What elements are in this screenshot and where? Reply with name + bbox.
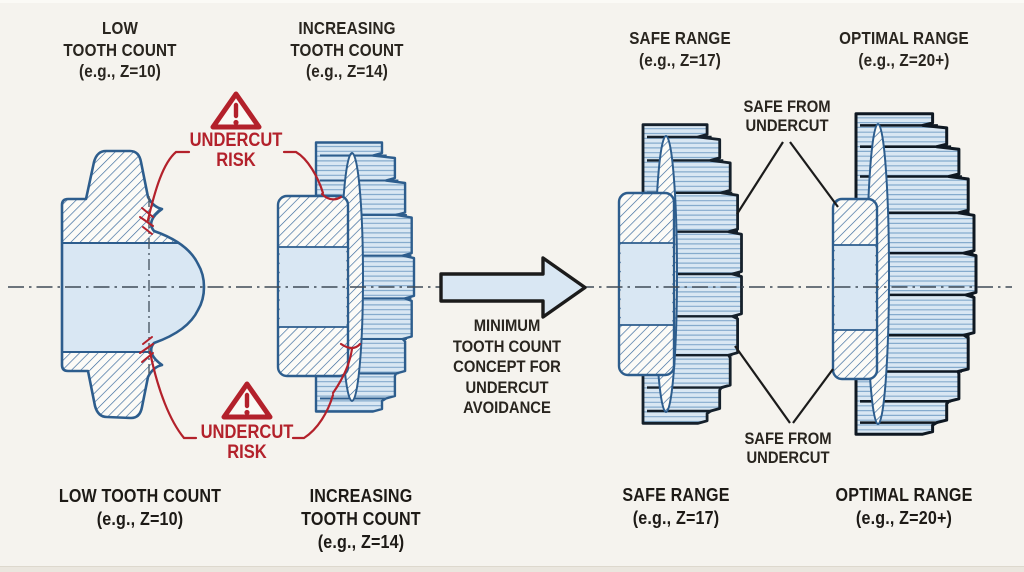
undercut-risk-label-top: UNDERCUT RISK xyxy=(189,130,283,171)
safe-from-undercut-leader-lines xyxy=(734,141,839,424)
bottom-label-safe-range: SAFE RANGE (e.g., Z=17) xyxy=(622,484,730,528)
gear-z17-illustration xyxy=(617,123,743,425)
bottom-label-optimal-range: OPTIMAL RANGE (e.g., Z=20+) xyxy=(835,484,973,528)
gear-z10-cross-section xyxy=(60,149,206,420)
gear-z14-illustration xyxy=(276,141,416,413)
top-label-increasing-tooth-count: INCREASING TOOTH COUNT (e.g., Z=14) xyxy=(290,18,404,81)
bottom-label-increasing-tooth-count: INCREASING TOOTH COUNT (e.g., Z=14) xyxy=(301,485,421,552)
undercut-risk-leader-lines xyxy=(146,150,362,440)
undercut-risk-label-bottom: UNDERCUT RISK xyxy=(200,422,294,463)
warning-triangle-icon xyxy=(210,91,262,130)
bottom-label-low-tooth-count: LOW TOOTH COUNT (e.g., Z=10) xyxy=(58,485,222,529)
warning-triangle-icon xyxy=(221,381,273,420)
safe-from-undercut-label-top: SAFE FROM UNDERCUT xyxy=(743,97,831,135)
undercut-marks-gear1 xyxy=(139,207,154,363)
arrow-right-icon xyxy=(439,256,587,319)
safe-from-undercut-label-bottom: SAFE FROM UNDERCUT xyxy=(744,429,832,467)
top-label-optimal-range: OPTIMAL RANGE (e.g., Z=20+) xyxy=(839,28,969,70)
top-label-safe-range: SAFE RANGE (e.g., Z=17) xyxy=(629,28,731,70)
top-label-low-tooth-count: LOW TOOTH COUNT (e.g., Z=10) xyxy=(63,18,177,81)
gear-z20-illustration xyxy=(831,112,978,436)
arrow-caption: MINIMUM TOOTH COUNT CONCEPT FOR UNDERCUT… xyxy=(452,316,562,417)
